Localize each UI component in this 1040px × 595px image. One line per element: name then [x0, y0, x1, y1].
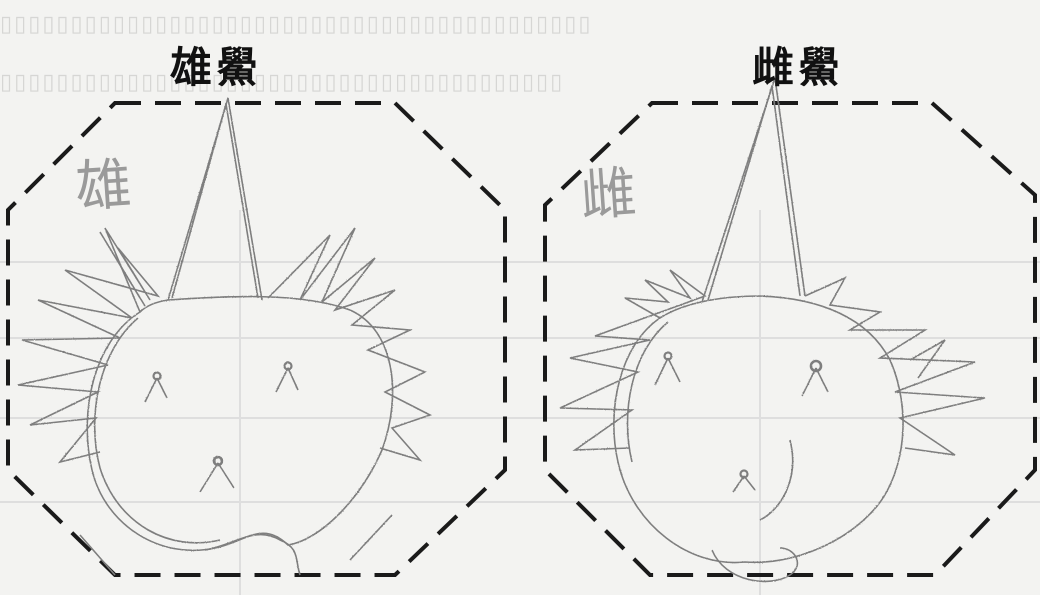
male-frame: [6, 101, 507, 577]
female-title: 雌鱟: [752, 43, 845, 92]
male-title: 雄鱟: [170, 43, 263, 92]
background-table-lines: [0, 210, 1040, 595]
male-crab-sketch: [17, 97, 433, 576]
female-crab-sketch: [559, 77, 986, 583]
background-bleed-text: ▯▯▯▯▯▯▯▯▯▯▯▯▯▯▯▯▯▯▯▯▯▯▯▯▯▯▯▯▯▯▯▯▯▯▯▯▯▯▯▯: [0, 70, 565, 95]
male-handwriting: 雄: [73, 152, 133, 221]
background-bleed-text: ▯▯▯▯▯▯▯▯▯▯▯▯▯▯▯▯▯▯▯▯▯▯▯▯▯▯▯▯▯▯▯▯▯▯▯▯▯▯▯▯…: [0, 12, 593, 37]
female-frame: [543, 101, 1037, 577]
female-handwriting: 雌: [578, 161, 638, 230]
